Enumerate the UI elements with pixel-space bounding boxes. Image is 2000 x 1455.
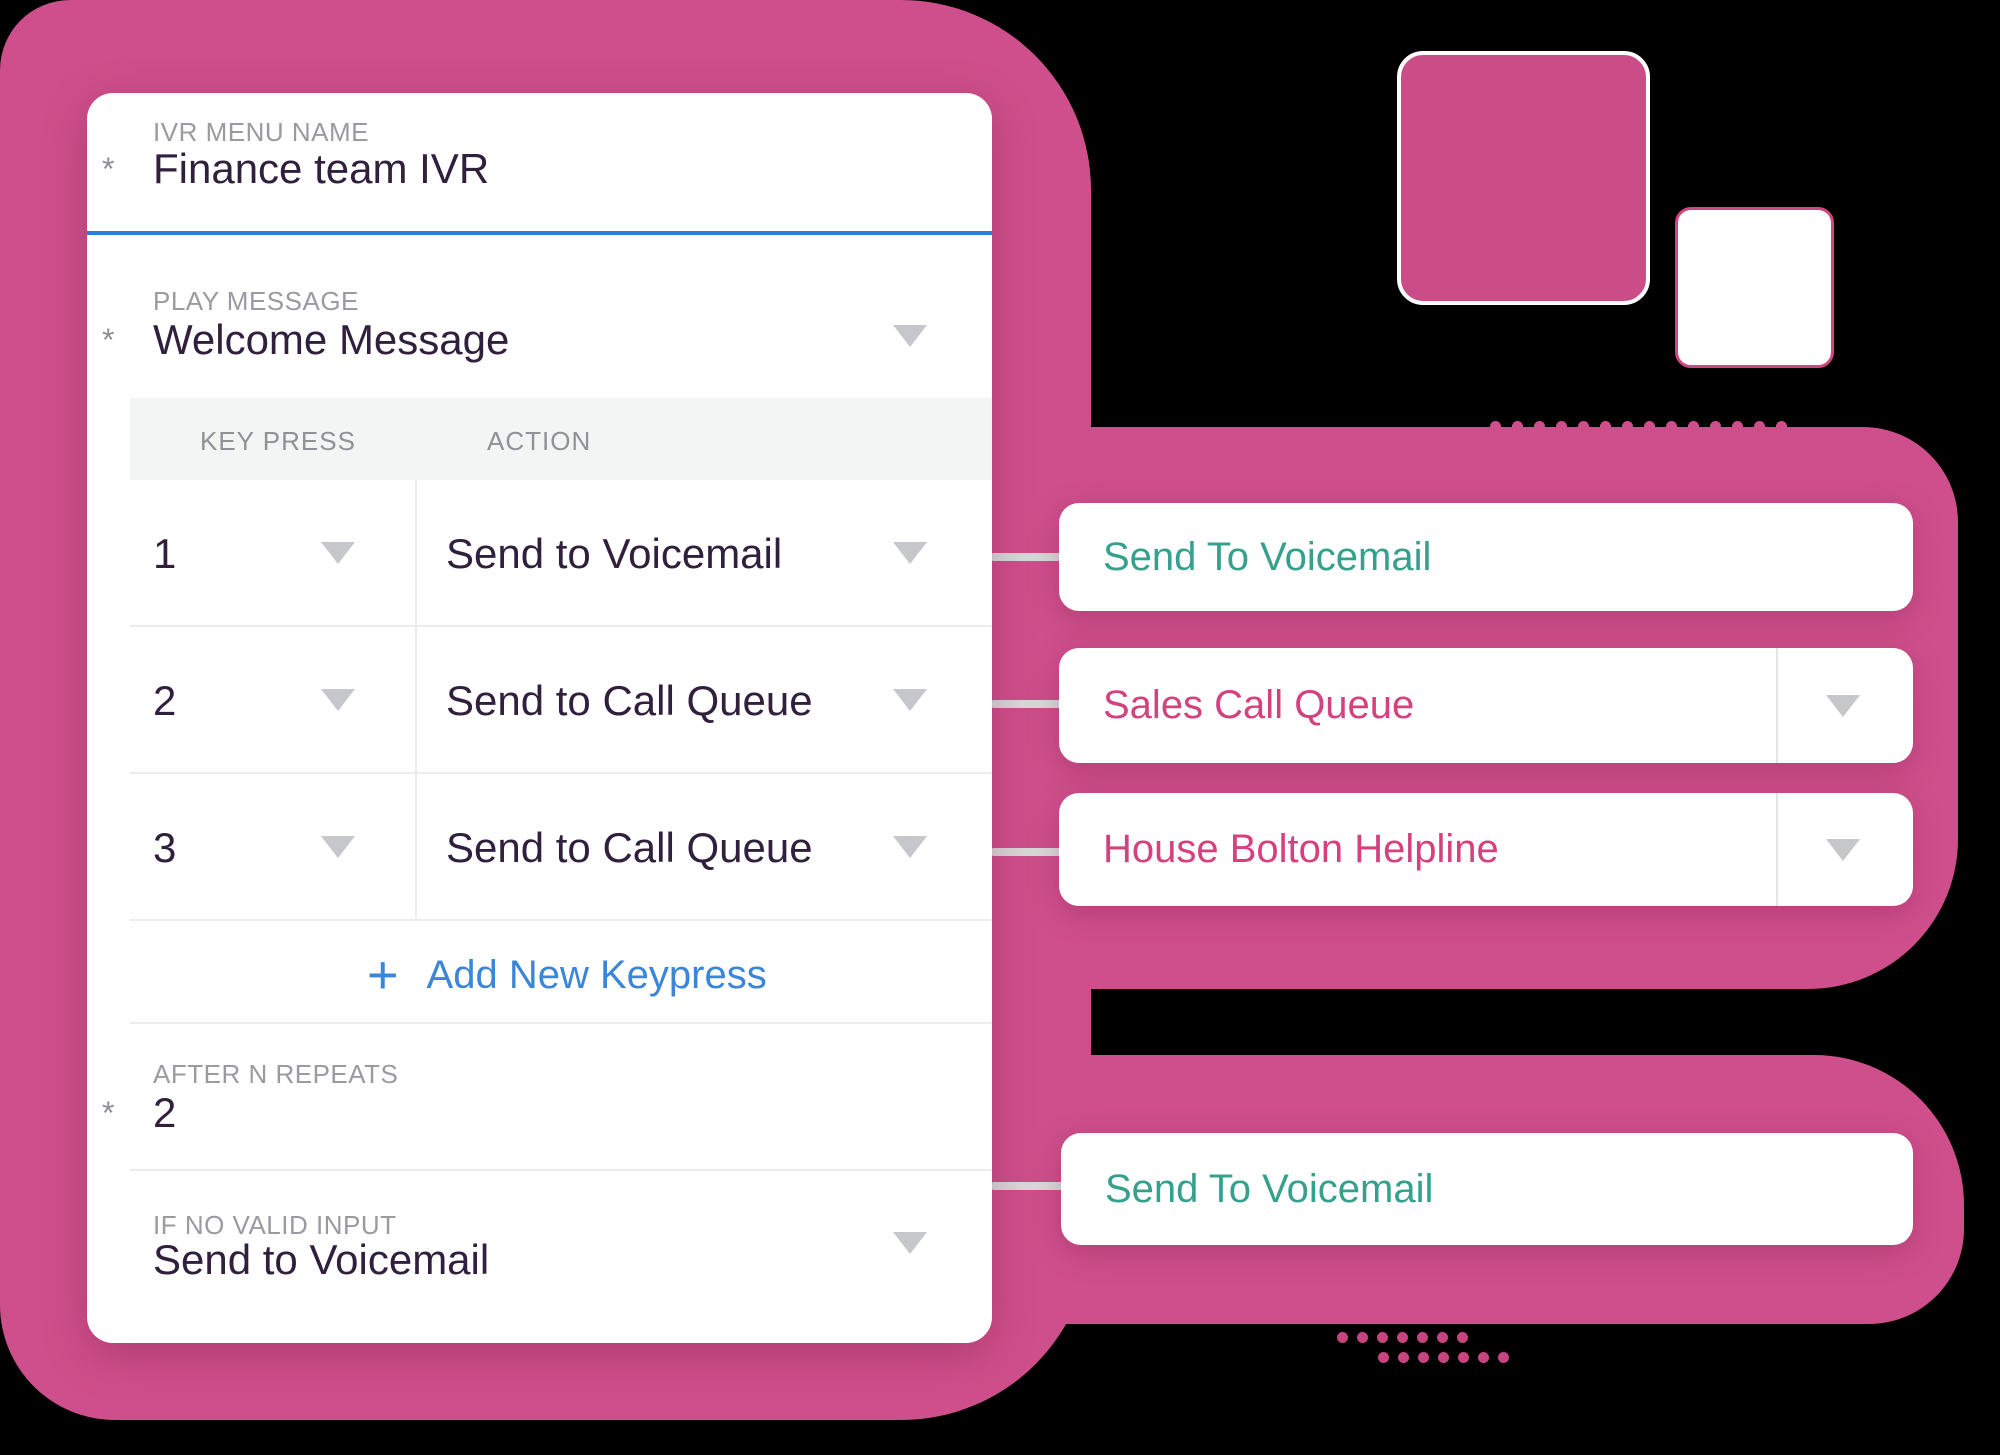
after-n-repeats-input[interactable]: 2 — [153, 1089, 177, 1136]
destination-label: Sales Call Queue — [1103, 683, 1415, 727]
chevron-down-icon[interactable] — [1826, 838, 1860, 861]
chevron-down-icon[interactable] — [321, 836, 355, 858]
add-new-keypress-button[interactable]: + Add New Keypress — [367, 948, 767, 1002]
chevron-down-icon[interactable] — [893, 836, 927, 858]
chevron-down-icon[interactable] — [893, 689, 927, 711]
destination-label: House Bolton Helpline — [1103, 827, 1499, 871]
after-n-repeats-label: AFTER N REPEATS — [153, 1059, 399, 1089]
connector-line — [990, 553, 1062, 561]
chevron-down-icon[interactable] — [893, 542, 927, 564]
scatter-dots-decoration — [1337, 1332, 1477, 1343]
required-asterisk: * — [102, 151, 115, 187]
destination-card-sales-call-queue[interactable]: Sales Call Queue — [1059, 648, 1913, 763]
connector-line — [990, 1182, 1066, 1190]
table-row-divider — [130, 772, 992, 774]
table-row-divider — [130, 625, 992, 627]
keypress-row-2-action[interactable]: Send to Call Queue — [446, 677, 813, 724]
keypress-row-1-key[interactable]: 1 — [153, 530, 177, 577]
dropdown-divider — [1776, 648, 1778, 763]
destination-card-voicemail-2[interactable]: Send To Voicemail — [1061, 1133, 1913, 1245]
keypress-row-3-key[interactable]: 3 — [153, 824, 177, 871]
keypress-row-1-action[interactable]: Send to Voicemail — [446, 530, 783, 577]
if-no-valid-input-label: IF NO VALID INPUT — [153, 1210, 397, 1240]
chevron-down-icon[interactable] — [893, 1232, 927, 1254]
play-message-label: PLAY MESSAGE — [153, 286, 359, 316]
ivr-menu-name-label: IVR MENU NAME — [153, 117, 369, 147]
key-press-column-header: KEY PRESS — [200, 426, 356, 456]
destination-card-voicemail-1[interactable]: Send To Voicemail — [1059, 503, 1913, 611]
required-asterisk: * — [102, 1095, 115, 1131]
table-row-divider — [130, 919, 992, 921]
keypress-table-header: KEY PRESS ACTION — [130, 398, 992, 480]
table-column-divider — [415, 480, 417, 919]
scallop-dots-decoration — [1490, 421, 1798, 432]
add-new-keypress-label: Add New Keypress — [426, 952, 767, 997]
section-divider — [130, 1022, 992, 1024]
ivr-menu-name-input[interactable]: Finance team IVR — [153, 145, 490, 192]
chevron-down-icon[interactable] — [321, 542, 355, 564]
destination-label: Send To Voicemail — [1103, 534, 1432, 579]
required-asterisk: * — [102, 322, 115, 358]
plus-icon: + — [367, 945, 399, 1005]
play-message-select[interactable]: Welcome Message — [153, 316, 510, 363]
if-no-valid-input-select[interactable]: Send to Voicemail — [153, 1236, 490, 1283]
connector-line — [990, 848, 1062, 856]
dropdown-divider — [1776, 793, 1778, 906]
white-square-decoration — [1675, 207, 1834, 368]
destination-label: Send To Voicemail — [1105, 1166, 1434, 1211]
scatter-dots-decoration — [1378, 1352, 1518, 1363]
pink-square-decoration — [1397, 51, 1650, 305]
connector-line — [990, 700, 1062, 708]
keypress-row-2-key[interactable]: 2 — [153, 677, 177, 724]
chevron-down-icon[interactable] — [1826, 694, 1860, 717]
keypress-row-3-action[interactable]: Send to Call Queue — [446, 824, 813, 871]
destination-card-house-bolton-helpline[interactable]: House Bolton Helpline — [1059, 793, 1913, 906]
ivr-settings-card: IVR MENU NAME * Finance team IVR PLAY ME… — [87, 93, 992, 1343]
section-divider — [130, 1169, 992, 1171]
action-column-header: ACTION — [487, 426, 592, 456]
focused-field-underline — [87, 231, 992, 235]
chevron-down-icon[interactable] — [893, 325, 927, 347]
chevron-down-icon[interactable] — [321, 689, 355, 711]
